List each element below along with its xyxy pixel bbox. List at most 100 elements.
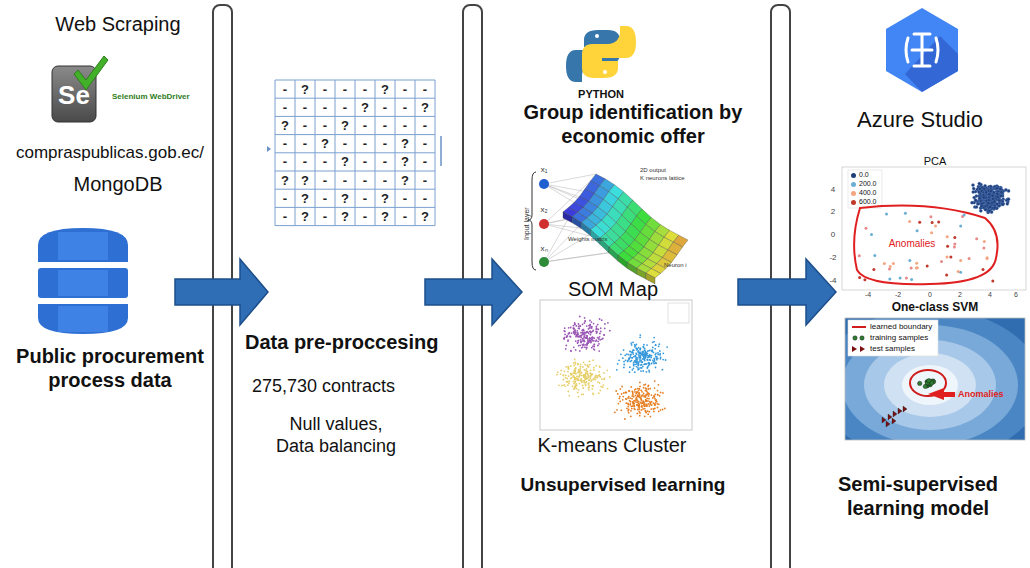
data-point <box>649 359 651 361</box>
kmeans-scatter <box>556 316 668 420</box>
axis-tick: -2 <box>829 253 836 263</box>
data-point <box>599 366 601 368</box>
data-point <box>624 354 626 356</box>
test-sample <box>898 408 902 414</box>
grid-line <box>275 152 435 153</box>
data-point <box>577 372 579 374</box>
data-point <box>603 378 605 380</box>
data-point <box>657 407 659 409</box>
data-point <box>629 366 631 368</box>
data-point <box>642 401 644 403</box>
data-point <box>918 221 921 224</box>
anomaly-outline <box>854 206 997 285</box>
data-point <box>618 403 620 405</box>
data-point <box>995 187 998 190</box>
data-point <box>570 336 572 338</box>
data-point <box>588 325 590 327</box>
data-point <box>653 358 655 360</box>
data-point <box>573 375 575 377</box>
data-point <box>593 348 595 350</box>
data-point <box>580 337 582 339</box>
data-point <box>976 202 979 205</box>
stage-heading: Web Scraping <box>55 12 180 36</box>
data-point <box>573 328 575 330</box>
data-point <box>596 326 598 328</box>
data-point <box>659 354 661 356</box>
data-point <box>583 344 585 346</box>
method-name: K-means Cluster <box>538 433 687 457</box>
data-point <box>653 402 655 404</box>
input-node <box>539 257 549 267</box>
data-point <box>616 369 618 371</box>
data-point <box>585 370 587 372</box>
stage-note: Null values, Data balancing <box>268 414 404 457</box>
data-point <box>591 385 593 387</box>
data-point <box>582 331 584 333</box>
data-point <box>646 391 648 393</box>
data-point <box>573 325 575 327</box>
data-point <box>645 363 647 365</box>
data-point <box>644 408 646 410</box>
table-cell: ? <box>341 191 349 207</box>
data-point <box>587 366 589 368</box>
data-point <box>564 371 566 373</box>
data-point <box>638 368 640 370</box>
data-point <box>589 320 591 322</box>
data-point <box>573 333 575 335</box>
data-point <box>1000 191 1003 194</box>
data-point <box>639 334 641 336</box>
table-cell: - <box>303 118 307 134</box>
data-point <box>591 339 593 341</box>
logo-caption: Selenium WebDriver <box>112 92 190 102</box>
table-cell: - <box>283 100 287 116</box>
data-point <box>574 373 576 375</box>
data-point <box>649 401 651 403</box>
data-point <box>946 256 949 259</box>
data-point <box>655 402 657 404</box>
data-point <box>648 388 650 390</box>
data-point <box>599 376 601 378</box>
data-point <box>657 394 659 396</box>
data-point <box>915 262 918 265</box>
data-point <box>593 369 595 371</box>
data-point <box>599 374 601 376</box>
table-cell: - <box>423 173 427 189</box>
data-point <box>988 193 991 196</box>
data-point <box>645 395 647 397</box>
data-point <box>637 348 639 350</box>
table-cell: - <box>383 100 387 116</box>
data-point <box>578 396 580 398</box>
table-cell: ? <box>401 154 409 170</box>
table-cell: ? <box>301 82 309 98</box>
data-point <box>590 340 592 342</box>
data-point <box>616 409 618 411</box>
table-cell: ? <box>361 100 369 116</box>
data-point <box>644 415 646 417</box>
data-point <box>578 369 580 371</box>
data-point <box>587 375 589 377</box>
data-point <box>926 265 929 268</box>
data-point <box>634 346 636 348</box>
data-point <box>623 367 625 369</box>
data-point <box>982 246 985 249</box>
data-point <box>587 373 589 375</box>
data-point <box>573 362 575 364</box>
data-point <box>986 257 989 260</box>
data-point <box>635 356 637 358</box>
data-point <box>579 372 581 374</box>
data-point <box>565 374 567 376</box>
data-point <box>625 359 627 361</box>
data-point <box>582 344 584 346</box>
data-point <box>580 366 582 368</box>
data-point <box>649 388 651 390</box>
data-point <box>889 265 892 268</box>
data-point <box>655 400 657 402</box>
data-point <box>580 342 582 344</box>
data-point <box>591 337 593 339</box>
data-point <box>641 364 643 366</box>
data-point <box>649 349 651 351</box>
data-point <box>597 337 599 339</box>
data-point <box>635 395 637 397</box>
data-point <box>987 202 990 205</box>
data-point <box>574 331 576 333</box>
